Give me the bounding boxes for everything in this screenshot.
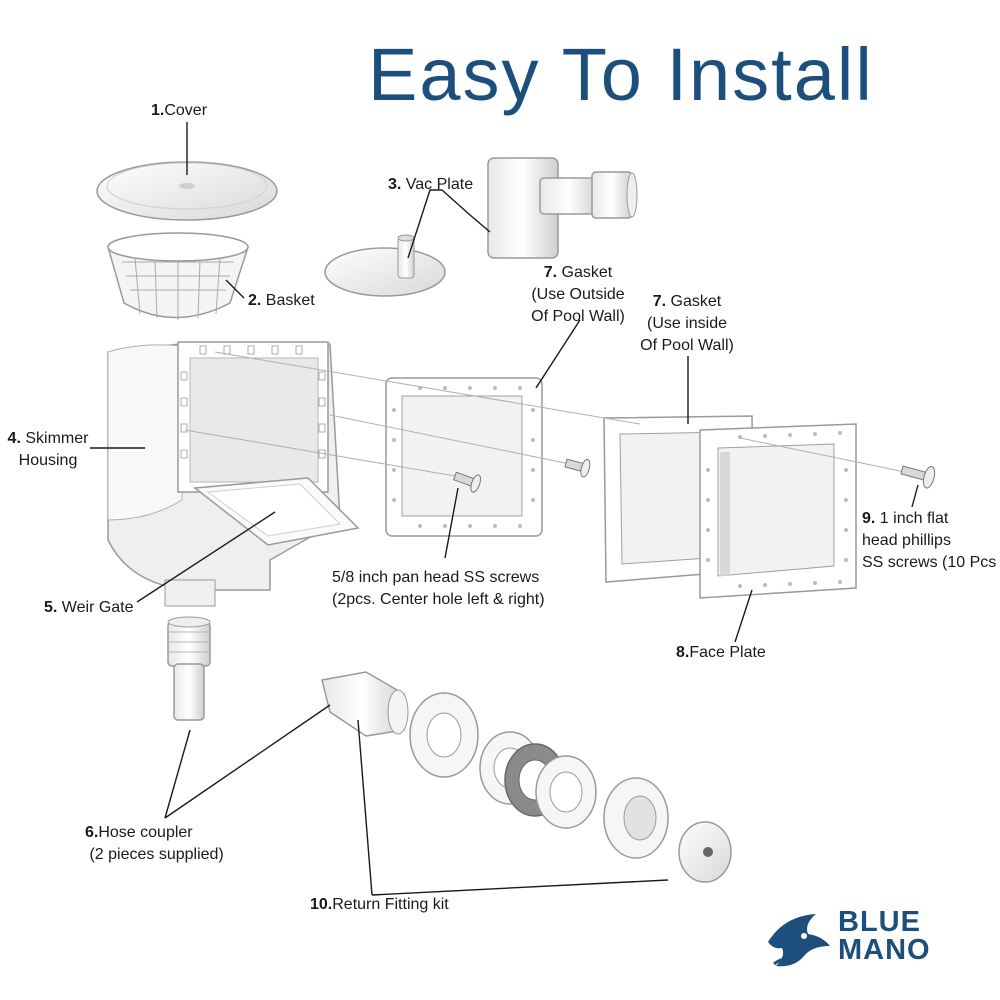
elbow-fitting-icon — [488, 158, 637, 258]
face-plate-icon — [700, 424, 856, 598]
gasket-outside-icon — [386, 378, 542, 536]
label-gasket-inside: 7. Gasket (Use inside Of Pool Wall) — [632, 291, 742, 357]
label-vac-plate: 3. Vac Plate — [388, 174, 473, 196]
lock-ring-icon — [410, 693, 478, 777]
logo-line-1: BLUE — [838, 908, 931, 936]
brand-logo-text: BLUE MANO — [838, 908, 931, 964]
label-pan-screws: 5/8 inch pan head SS screws (2pcs. Cente… — [332, 567, 545, 611]
basket-icon — [108, 233, 248, 320]
label-weir-gate: 5. Weir Gate — [44, 597, 134, 619]
gasket-ring-icon — [480, 732, 596, 828]
label-return-fitting: 10.Return Fitting kit — [310, 894, 449, 916]
label-gasket-outside: 7. Gasket (Use Outside Of Pool Wall) — [522, 262, 634, 328]
label-flat-screws: 9. 1 inch flat head phillips SS screws (… — [862, 508, 998, 574]
label-basket: 2. Basket — [248, 290, 315, 312]
hose-coupler-icon — [168, 617, 210, 720]
label-face-plate: 8.Face Plate — [676, 642, 766, 664]
return-fitting-icon — [322, 672, 408, 736]
skimmer-housing-icon — [108, 342, 340, 606]
label-skimmer-housing: 4. Skimmer Housing — [2, 428, 94, 472]
eyeball-fitting-icon — [604, 778, 731, 882]
logo-line-2: MANO — [838, 936, 931, 964]
vac-plate-icon — [325, 235, 445, 296]
label-hose-coupler: 6.Hose coupler (2 pieces supplied) — [85, 822, 224, 866]
label-cover: 1.Cover — [151, 100, 207, 122]
